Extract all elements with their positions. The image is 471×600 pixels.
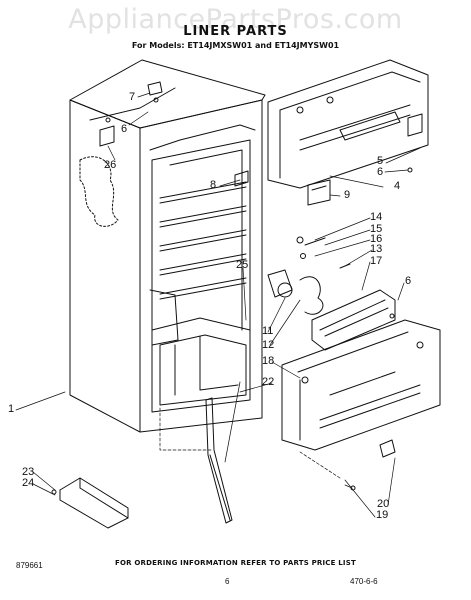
callout-6-right: 6 bbox=[405, 275, 412, 287]
callout-26: 26 bbox=[104, 159, 117, 171]
fan-control-assembly bbox=[267, 236, 396, 351]
callout-6-left: 6 bbox=[121, 123, 128, 135]
callout-23: 23 bbox=[22, 466, 35, 478]
callout-7: 7 bbox=[129, 91, 136, 103]
date-code: 470-6-6 bbox=[350, 577, 378, 586]
callout-24: 24 bbox=[22, 477, 35, 489]
callout-5: 5 bbox=[377, 155, 384, 167]
ordering-info-note: FOR ORDERING INFORMATION REFER TO PARTS … bbox=[115, 559, 356, 567]
callout-17: 17 bbox=[370, 255, 383, 267]
leader-lines bbox=[15, 92, 421, 518]
callout-19: 19 bbox=[376, 509, 389, 521]
callout-15: 15 bbox=[370, 223, 383, 235]
callout-9: 9 bbox=[344, 189, 351, 201]
small-cover-plate bbox=[307, 179, 331, 206]
bottom-bracket bbox=[51, 477, 129, 529]
liner-cabinet bbox=[69, 59, 266, 433]
screws bbox=[350, 167, 413, 491]
callout-4: 4 bbox=[394, 180, 401, 192]
drain-trough bbox=[205, 397, 233, 524]
callout-20: 20 bbox=[377, 498, 390, 510]
callout-22: 22 bbox=[262, 376, 275, 388]
models-line: For Models: ET14JMXSW01 and ET14JMYSW01 bbox=[131, 41, 340, 50]
upper-liner-panel bbox=[267, 59, 429, 189]
callout-13: 13 bbox=[370, 243, 383, 255]
callout-1: 1 bbox=[8, 403, 15, 415]
callout-18: 18 bbox=[262, 355, 275, 367]
callout-11: 11 bbox=[262, 325, 274, 337]
callout-25: 25 bbox=[236, 259, 249, 271]
callout-8: 8 bbox=[210, 179, 217, 191]
page-number: 6 bbox=[225, 577, 230, 586]
callout-12: 12 bbox=[262, 339, 275, 351]
document-code: 879661 bbox=[16, 561, 43, 570]
lower-liner-panel bbox=[281, 319, 441, 458]
callout-6-upper: 6 bbox=[377, 166, 384, 178]
callout-14: 14 bbox=[370, 211, 383, 223]
callout-16: 16 bbox=[370, 233, 383, 245]
diagram-title: LINER PARTS bbox=[183, 24, 288, 39]
